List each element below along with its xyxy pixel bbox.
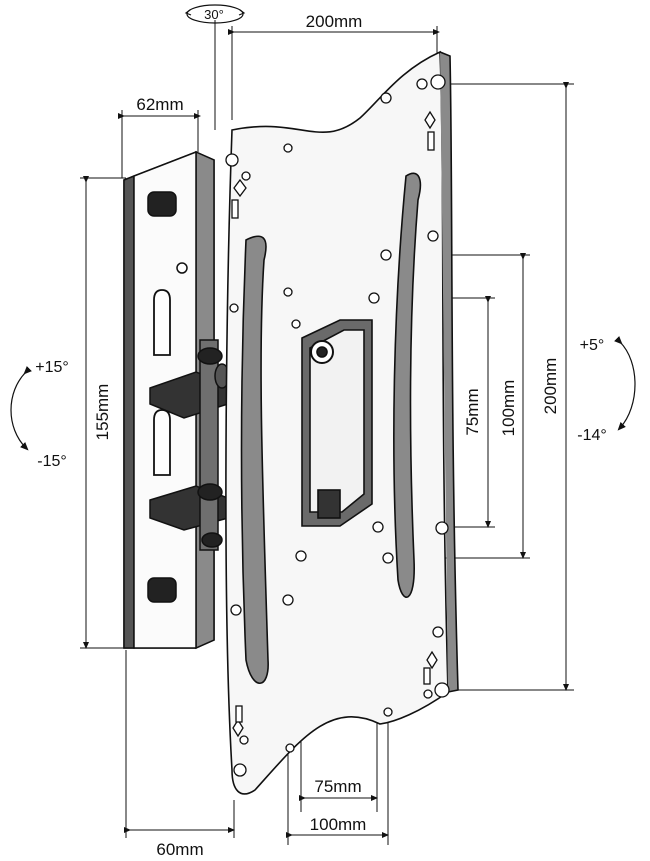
right-tilt-up-label: +5° xyxy=(580,337,605,354)
swivel-angle-label: 30° xyxy=(204,7,224,22)
vesa-plate xyxy=(225,50,459,795)
vesa-75-vertical-label: 75mm xyxy=(463,388,482,435)
vesa-100-vertical-label: 100mm xyxy=(499,380,518,437)
depth-bottom-label: 60mm xyxy=(156,840,203,859)
mounting-holes xyxy=(225,74,450,777)
vesa-75-horizontal-label: 75mm xyxy=(314,777,361,796)
vesa-100-horizontal-label: 100mm xyxy=(310,815,367,834)
arm-depth-label: 62mm xyxy=(136,95,183,114)
tilt-up-label: +15° xyxy=(35,359,69,376)
rotation-arrows xyxy=(10,4,636,451)
right-tilt-down-label: -14° xyxy=(577,427,607,444)
hinge-arm xyxy=(149,339,230,551)
tilt-down-label: -15° xyxy=(37,453,67,470)
wall-plate-height-label: 155mm xyxy=(93,384,112,441)
plate-height-label: 200mm xyxy=(541,358,560,415)
labels: 30° 200mm 62mm +15° -15° 155mm 75mm 100m… xyxy=(35,7,607,859)
top-width-label: 200mm xyxy=(306,12,363,31)
plate-slots xyxy=(231,110,438,738)
